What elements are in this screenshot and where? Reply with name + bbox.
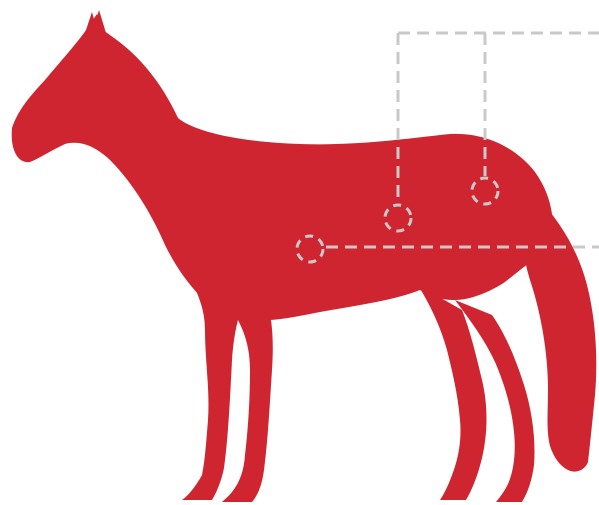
- horse-hind-leg-left: [418, 285, 487, 500]
- horse-body: [11, 14, 553, 321]
- horse-front-leg-left: [176, 250, 245, 500]
- horse-tail: [522, 200, 597, 472]
- marker-mid: [383, 203, 413, 233]
- markers: [295, 176, 500, 264]
- horse-front-leg-right: [222, 300, 273, 502]
- marker-upper-right: [470, 176, 500, 206]
- marker-lower-left: [295, 234, 325, 264]
- horse-ear-right: [93, 10, 106, 33]
- callout-lines: [326, 31, 599, 249]
- horse-silhouette: [11, 10, 597, 502]
- horse-hind-leg-right: [455, 300, 535, 502]
